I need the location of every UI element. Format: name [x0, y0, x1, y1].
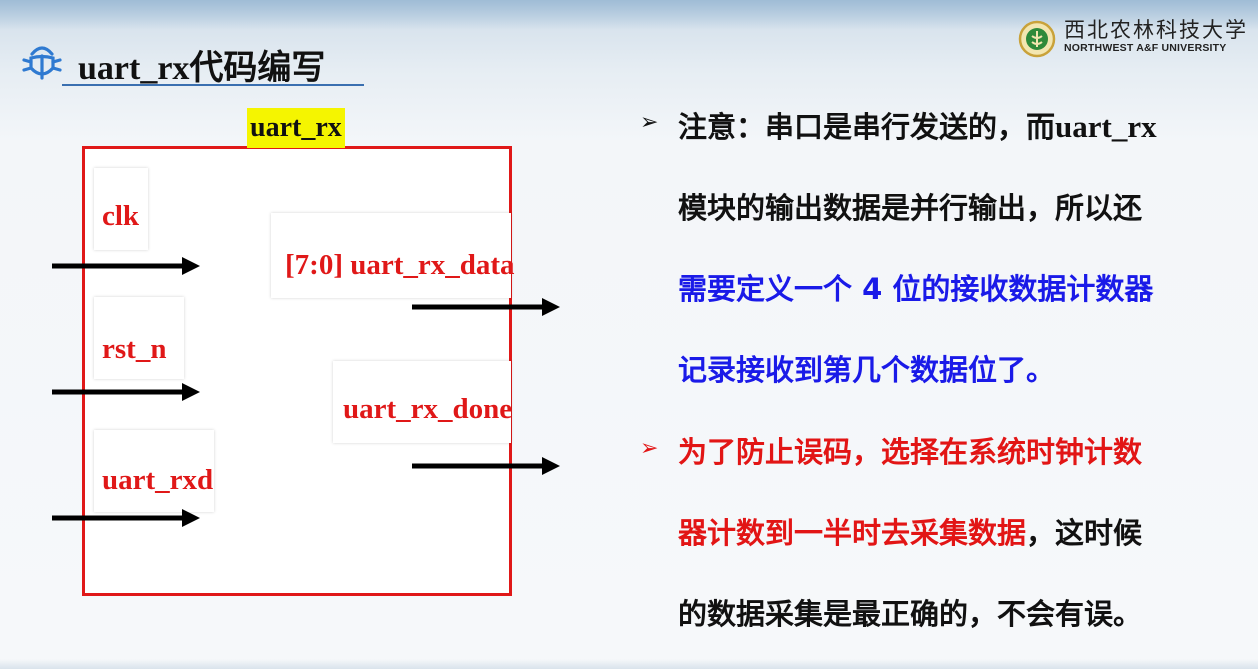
input-arrow-rst-n — [52, 383, 200, 401]
page-title: uart_rx代码编写 — [78, 50, 326, 87]
input-label-rst-n: rst_n — [94, 297, 184, 379]
module-name-label: uart_rx — [247, 108, 345, 148]
bullet-2: ➢ — [640, 436, 659, 461]
note-2-line-3: 的数据采集是最正确的，不会有误。 — [678, 597, 1143, 631]
bullet-1: ➢ — [640, 110, 659, 135]
title-underline — [62, 84, 364, 86]
output-label-uart-rx-done: uart_rx_done — [333, 361, 512, 443]
note-1-line-3: 需要定义一个 4 位的接收数据计数器 — [678, 272, 1154, 306]
university-name-en: NORTHWEST A&F UNIVERSITY — [1064, 42, 1227, 54]
note-2-line-2: 器计数到一半时去采集数据，这时候 — [678, 516, 1143, 550]
input-arrow-clk — [52, 257, 200, 275]
input-label-uart-rxd: uart_rxd — [94, 430, 214, 512]
output-arrow-uart-rx-done — [412, 457, 560, 475]
note-1-line-2: 模块的输出数据是并行输出，所以还 — [678, 191, 1143, 225]
output-arrow-uart-rx-data — [412, 298, 560, 316]
note-1-line-4: 记录接收到第几个数据位了。 — [678, 353, 1056, 387]
note-1-line-1: 注意：串口是串行发送的，而uart_rx — [678, 109, 1157, 144]
bug-icon — [22, 46, 62, 80]
input-label-clk: clk — [94, 168, 148, 250]
note-2-line-1: 为了防止误码，选择在系统时钟计数 — [678, 435, 1143, 469]
bottom-background-band — [0, 659, 1258, 669]
university-name-cn: 西北农林科技大学 — [1064, 18, 1248, 42]
input-arrow-uart-rxd — [52, 509, 200, 527]
university-emblem-icon — [1018, 20, 1056, 58]
output-label-uart-rx-data: [7:0] uart_rx_data — [271, 213, 515, 298]
